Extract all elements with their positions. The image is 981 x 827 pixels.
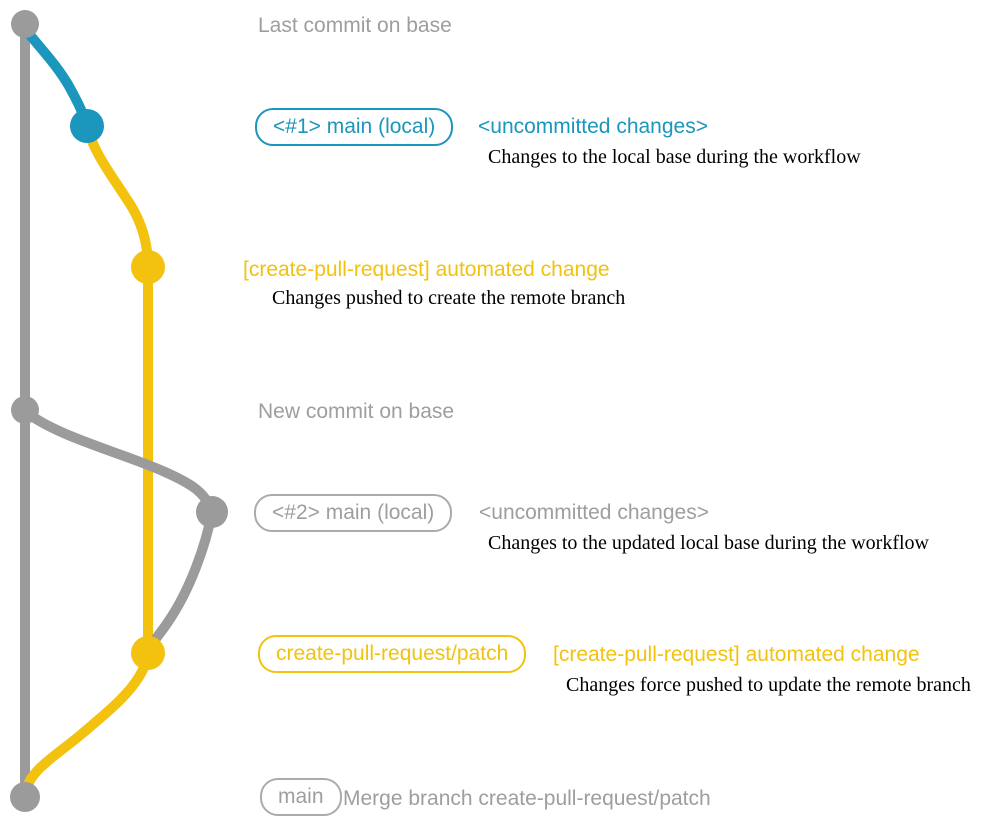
branch-edge-base-to-local2 [20,406,217,517]
commit-node-automated-change-2 [131,636,165,670]
commit-node-last-commit-on-base [11,10,39,38]
branch-edge-patch-to-merge [20,649,153,800]
branch-edge-local2-to-patch2 [143,507,217,658]
commit-node-new-commit-on-base [11,396,39,424]
commit-message-merge: Merge branch create-pull-request/patch [343,787,711,810]
commit-node-local-main-1 [70,109,104,143]
commit-message-automated-change-1: [create-pull-request] automated change [243,258,610,281]
note-changes-force-pushed: Changes force pushed to update the remot… [566,674,971,696]
note-local-base-changes-2: Changes to the updated local base during… [488,532,929,554]
branch-badge-local-main-1: <#1> main (local) [255,108,454,146]
commit-message-automated-change-2: [create-pull-request] automated change [553,643,920,666]
branch-badge-create-pull-request-patch: create-pull-request/patch [258,635,527,673]
commit-node-automated-change-1 [131,250,165,284]
status-uncommitted-changes-2: <uncommitted changes> [479,501,709,524]
branch-edge-base-to-local1 [21,25,92,131]
commit-node-merge-commit [10,782,40,812]
label-last-commit-on-base: Last commit on base [258,14,452,37]
branch-badge-local-main-2: <#2> main (local) [254,494,453,532]
commit-node-local-main-2 [196,496,228,528]
status-uncommitted-changes-1: <uncommitted changes> [478,115,708,138]
branch-edge-local1-to-patch1 [82,121,153,272]
note-changes-pushed: Changes pushed to create the remote bran… [272,287,626,309]
label-new-commit-on-base: New commit on base [258,400,455,423]
branch-badge-main: main [260,778,342,816]
note-local-base-changes-1: Changes to the local base during the wor… [488,146,861,168]
